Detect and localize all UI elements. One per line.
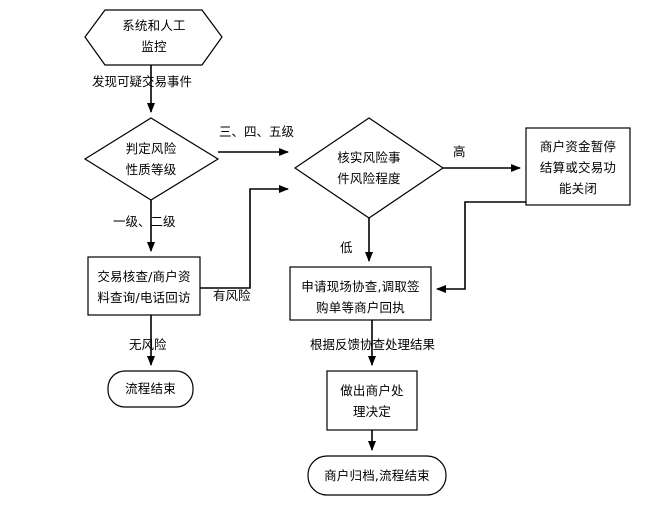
node-verify-degree-shape[interactable] (293, 117, 445, 219)
node-onsite-investigation-shape[interactable] (289, 266, 432, 321)
node-decide-level-shape[interactable] (83, 117, 220, 201)
edge-label-has-risk: 有风险 (213, 288, 251, 303)
edge-label-high: 高 (453, 144, 466, 159)
edge-label-no-risk: 无风险 (129, 337, 167, 352)
node-suspend-funds-shape[interactable] (525, 127, 631, 206)
edge-label-low: 低 (340, 240, 353, 255)
node-transaction-check-shape[interactable] (87, 256, 201, 316)
edge-label-suspicious-event: 发现可疑交易事件 (92, 74, 193, 89)
edge-label-feedback-result: 根据反馈协查处理结果 (310, 337, 436, 352)
connector-transaction-check-to-verify-degree (200, 185, 289, 289)
connector-suspend-funds-to-onsite-investigation (436, 201, 526, 293)
node-process-end-left-shape[interactable] (107, 370, 194, 408)
edge-label-level-12: 一级、二级 (113, 214, 176, 229)
node-archive-end-shape[interactable] (307, 455, 447, 496)
node-merchant-decision-shape[interactable] (326, 370, 418, 431)
edge-label-level-345: 三、四、五级 (219, 124, 295, 139)
node-monitor-shape[interactable] (84, 9, 223, 66)
